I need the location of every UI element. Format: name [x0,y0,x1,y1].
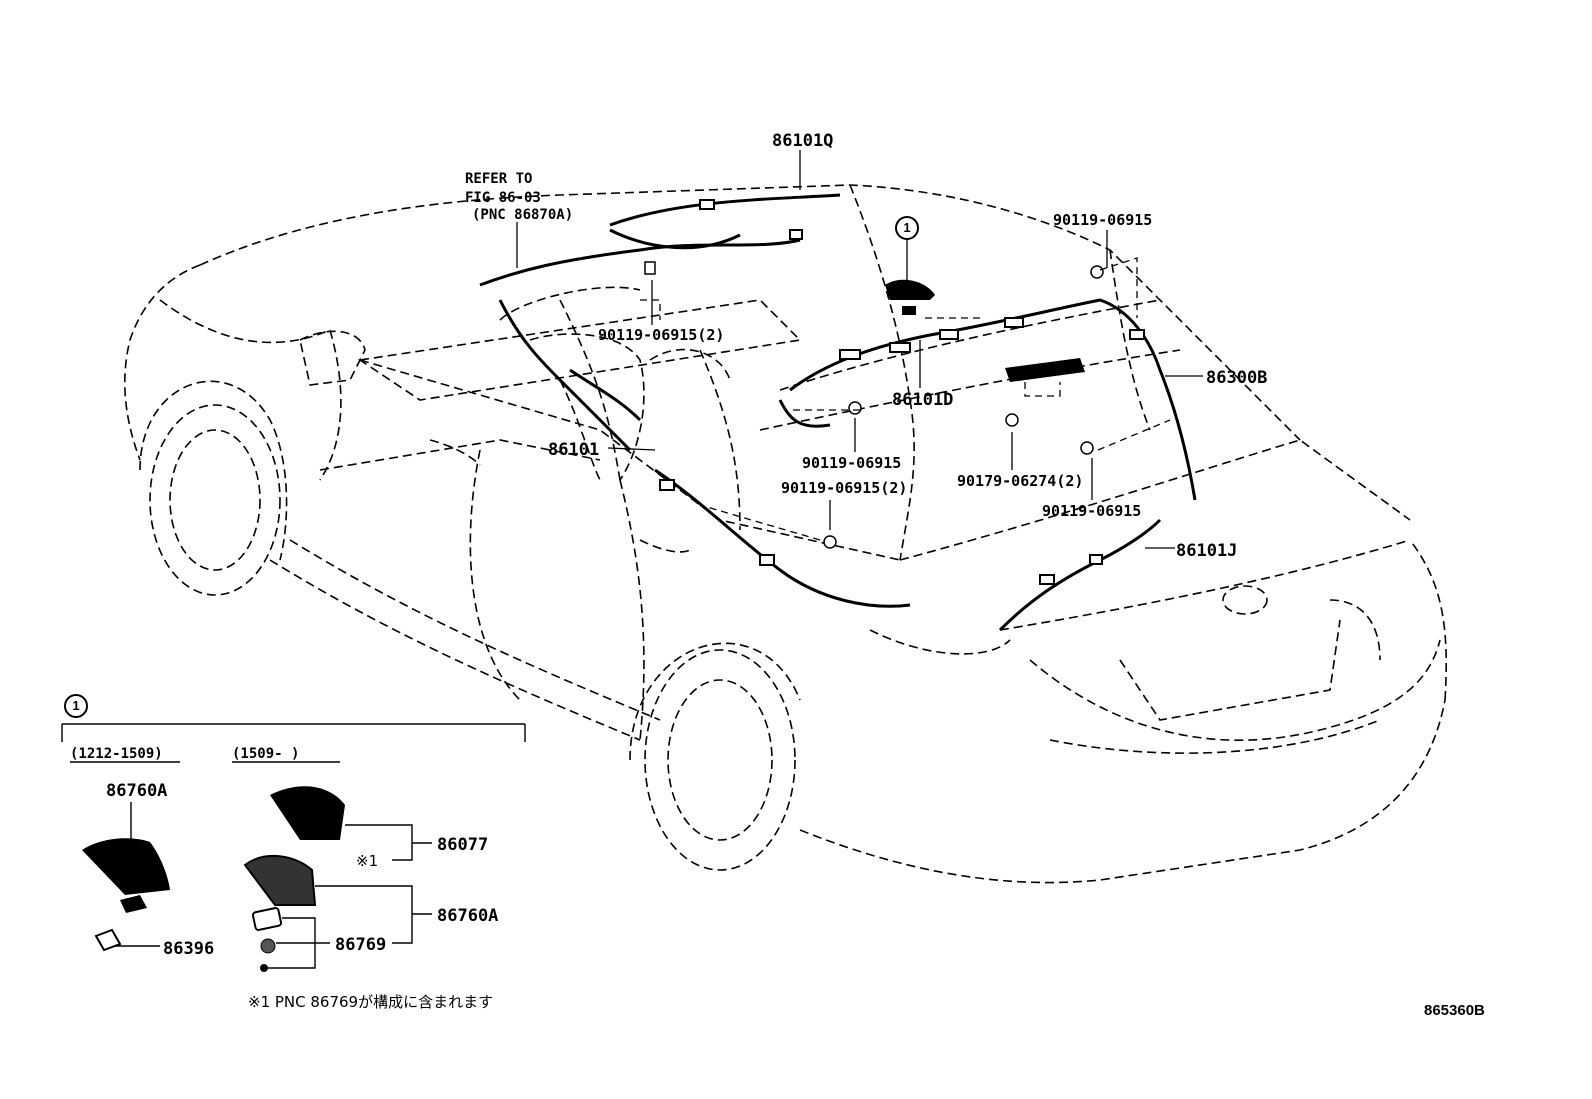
part-86101[interactable]: 86101 [548,440,600,460]
bolts [644,261,1104,549]
part-86760A-late[interactable]: 86760A [437,906,499,926]
wiring-harness [479,193,1197,632]
refer-line-1: REFER TO [465,171,533,187]
car-body-outline [124,184,1448,884]
part-90119-06915-floor[interactable]: 90119-06915 [802,454,902,472]
part-90119-06915-trunk[interactable]: 90119-06915 [1042,502,1142,520]
dashed-leaders [640,257,1171,541]
footnote: ※1 PNC 86769が構成に含まれます [248,993,494,1011]
part-90119-06915-2-dash[interactable]: 90119-06915(2) [598,326,725,344]
part-90119-06915-2-floor[interactable]: 90119-06915(2) [781,479,908,497]
detail-frame [61,723,526,969]
detail-parts [82,786,345,972]
part-86760A-early[interactable]: 86760A [106,781,168,801]
part-86300B[interactable]: 86300B [1206,368,1268,388]
harness-connectors [659,199,1145,585]
roof-antenna [885,279,935,300]
part-90179-06274-2[interactable]: 90179-06274(2) [957,472,1084,490]
amplifier-86300B [1005,358,1085,382]
part-86101J[interactable]: 86101J [1176,541,1238,561]
range-1212-1509: (1212-1509) [70,746,163,762]
diagram-id: 865360B [1424,1002,1485,1019]
antenna-base [902,306,916,315]
part-86769[interactable]: 86769 [335,935,387,955]
refer-line-3: (PNC 86870A) [472,207,574,223]
part-90119-06915-roof[interactable]: 90119-06915 [1053,211,1153,229]
refer-line-2: FIG 86-03 [465,190,541,206]
callout-1-marker: 1 [895,216,919,240]
part-86396[interactable]: 86396 [163,939,215,959]
detail-1-marker: 1 [64,694,88,718]
part-86101D[interactable]: 86101D [892,390,954,410]
range-1509: (1509- ) [232,746,300,762]
note-mark-1: ※1 [356,852,379,870]
leader-lines [516,150,1203,549]
part-86077[interactable]: 86077 [437,835,489,855]
part-86101Q[interactable]: 86101Q [772,131,834,151]
